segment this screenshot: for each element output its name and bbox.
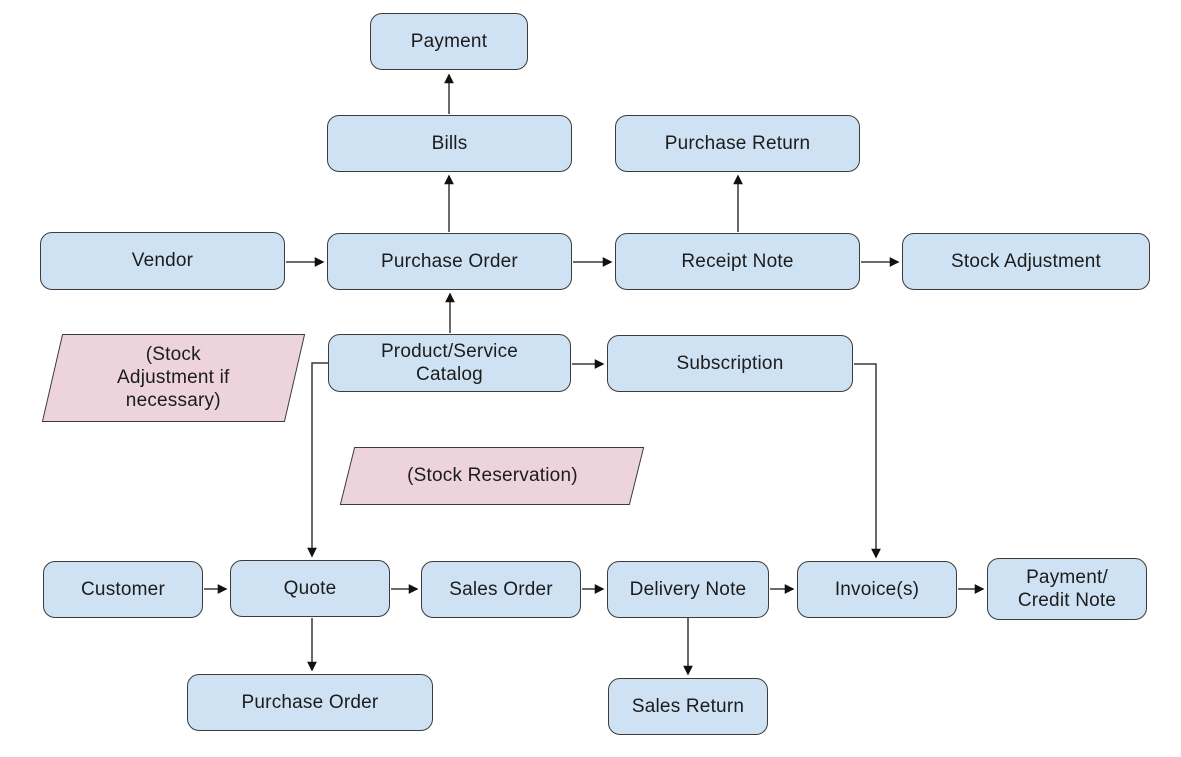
node-label: Purchase Order (381, 250, 518, 272)
node-purchase-order-customer: Purchase Order (187, 674, 433, 731)
node-label: Product/Service Catalog (380, 340, 519, 385)
node-label: Customer (81, 578, 165, 600)
node-label: Purchase Order (241, 691, 379, 713)
node-label: Receipt Note (681, 250, 794, 272)
node-label: Delivery Note (629, 578, 747, 600)
node-label: Quote (283, 577, 337, 599)
node-label: Payment (410, 30, 488, 52)
node-label: Sales Order (449, 578, 553, 600)
node-label: Stock Adjustment (951, 250, 1101, 272)
node-product-service-catalog: Product/Service Catalog (328, 334, 571, 392)
node-payment-credit-note: Payment/ Credit Note (987, 558, 1147, 620)
node-sales-order: Sales Order (421, 561, 581, 618)
node-sales-return: Sales Return (608, 678, 768, 735)
node-label: Purchase Return (664, 132, 811, 154)
node-payment: Payment (370, 13, 528, 70)
edge-subscription-invoices (854, 363, 881, 559)
node-receipt-note: Receipt Note (615, 233, 860, 290)
node-label: Invoice(s) (834, 578, 920, 600)
note-stock-reservation: (Stock Reservation) (339, 447, 645, 505)
node-bills: Bills (327, 115, 572, 172)
node-label: Sales Return (631, 695, 745, 717)
node-customer: Customer (43, 561, 203, 618)
note-stock-adjustment-if-necessary: (Stock Adjustment if necessary) (41, 334, 306, 422)
node-delivery-note: Delivery Note (607, 561, 769, 618)
node-invoices: Invoice(s) (797, 561, 957, 618)
note-label: (Stock Reservation) (406, 465, 578, 487)
node-purchase-order: Purchase Order (327, 233, 572, 290)
node-stock-adjustment: Stock Adjustment (902, 233, 1150, 290)
node-vendor: Vendor (40, 232, 285, 290)
node-label: Subscription (676, 352, 784, 374)
node-label: Bills (431, 132, 468, 154)
note-label: (Stock Adjustment if necessary) (117, 344, 230, 412)
node-subscription: Subscription (607, 335, 853, 392)
node-label: Payment/ Credit Note (1017, 566, 1117, 611)
edge-catalog-quote (307, 362, 328, 558)
node-label: Vendor (131, 250, 194, 272)
node-quote: Quote (230, 560, 390, 617)
node-purchase-return: Purchase Return (615, 115, 860, 172)
